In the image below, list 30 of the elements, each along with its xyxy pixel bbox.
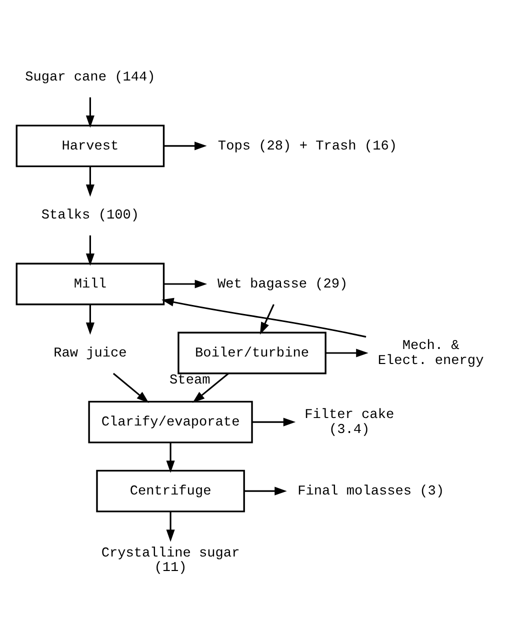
node-text: Mech. & Elect. energy [378, 339, 484, 369]
arrow [244, 486, 287, 496]
node-box: Mill [16, 262, 165, 306]
arrow [260, 304, 274, 335]
arrow [192, 372, 229, 403]
arrow [86, 304, 94, 335]
node-box: Harvest [16, 124, 165, 168]
node-text: Raw juice [54, 346, 127, 362]
node-text: Sugar cane (144) [25, 70, 156, 86]
arrow [162, 298, 366, 338]
arrow [86, 97, 94, 128]
node-text: Tops (28) + Trash (16) [218, 139, 397, 154]
node-text: Filter cake (3.4) [304, 408, 394, 438]
node-box: Centrifuge [96, 470, 245, 512]
node-box: Clarify/evaporate [88, 400, 253, 444]
arrow [166, 442, 175, 473]
arrow [252, 418, 296, 426]
arrow [112, 372, 149, 403]
arrow [326, 348, 368, 358]
node-box: Boiler/turbine [178, 332, 326, 374]
arrow [86, 235, 94, 266]
node-text: Crystalline sugar (11) [101, 546, 240, 576]
node-text: Stalks (100) [41, 208, 140, 224]
node-text: Final molasses (3) [298, 484, 444, 500]
arrow [164, 280, 208, 288]
arrow [166, 512, 175, 542]
arrow [164, 142, 207, 150]
edge-label: Steam [170, 374, 210, 389]
arrow [86, 166, 94, 197]
node-text: Wet bagasse (29) [217, 277, 348, 292]
